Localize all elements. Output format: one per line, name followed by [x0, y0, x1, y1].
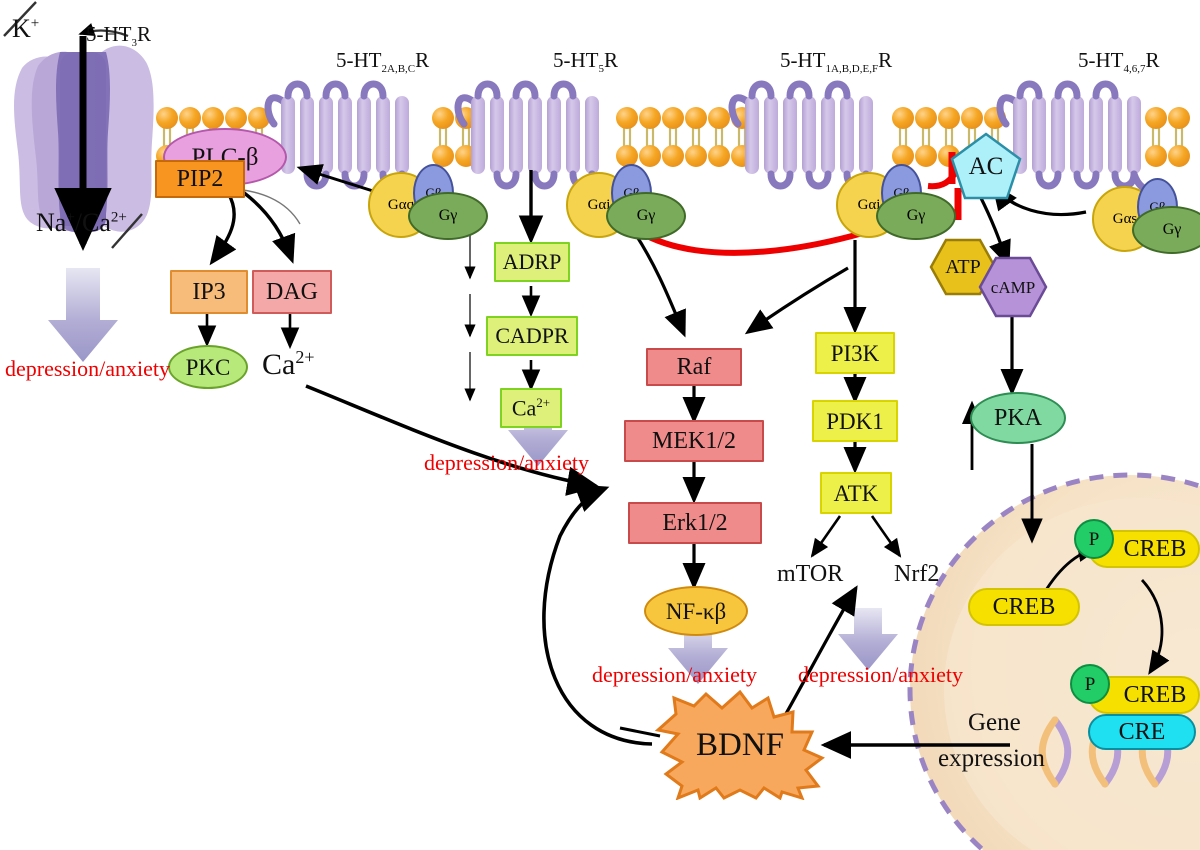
receptor-label-5ht2r: 5-HT2A,B,CR	[336, 48, 430, 76]
node-pkc[interactable]: PKC	[168, 345, 248, 389]
node-ac[interactable]: AC	[950, 132, 1022, 200]
node-calcium-free: Ca2+	[262, 347, 315, 381]
node-calcium-box[interactable]: Ca2+	[500, 388, 562, 428]
outcome-label-5ht3: depression/anxiety	[5, 356, 170, 381]
arrow-pip2-to-dag	[241, 190, 296, 264]
arrow-gbg1-to-raf	[744, 266, 849, 335]
receptor-label-5ht467r: 5-HT4,6,7R	[1078, 48, 1160, 76]
node-dag[interactable]: DAG	[252, 270, 332, 314]
phospho-icon-creb-dna: P	[1070, 664, 1110, 704]
outcome-label-calcium: depression/anxiety	[424, 450, 589, 475]
node-cre[interactable]: CRE	[1088, 714, 1196, 750]
arrow-atk-to-nrf2	[870, 515, 902, 558]
node-nfkb[interactable]: NF-κβ	[644, 586, 748, 636]
g-gamma-subunit[interactable]: Gγ	[1132, 206, 1200, 254]
outcome-label-nfkb: depression/anxiety	[592, 662, 757, 687]
fat-arrow-pi3k-outcome	[838, 608, 898, 670]
ion-channel-5ht3r	[14, 45, 154, 232]
node-mtor: mTOR	[777, 561, 844, 587]
arrow-atk-to-mtor	[810, 515, 842, 558]
fat-arrow-5ht3-outcome	[48, 268, 118, 362]
g-protein-heterotrimer[interactable]: Gαi Gβ Gγ	[566, 164, 686, 242]
gpcr-helix-bundle	[996, 80, 1168, 195]
node-bdnf[interactable]: BDNF	[652, 690, 828, 800]
receptor-label-5ht3r: 5-HT3R	[86, 22, 152, 50]
g-protein-heterotrimer[interactable]: Gαq Gβ Gγ	[368, 164, 488, 242]
node-atk[interactable]: ATK	[820, 472, 892, 514]
node-pip2[interactable]: PIP2	[155, 160, 245, 198]
label-potassium: K+	[12, 14, 40, 43]
g-gamma-subunit[interactable]: Gγ	[408, 192, 488, 240]
node-pi3k[interactable]: PI3K	[815, 332, 895, 374]
gene-expression-label-line2: expression	[938, 745, 1045, 772]
node-nrf2: Nrf2	[894, 561, 940, 587]
receptor-label-5ht1r: 5-HT1A,B,D,E,FR	[780, 48, 893, 76]
node-pdk1[interactable]: PDK1	[812, 400, 898, 442]
node-raf[interactable]: Raf	[646, 348, 742, 386]
node-adrp[interactable]: ADRP	[494, 242, 570, 282]
arrow-gbg5-to-raf	[628, 225, 686, 338]
outcome-label-pi3k: depression/anxiety	[798, 662, 963, 687]
node-cadpr[interactable]: CADPR	[486, 316, 578, 356]
node-mek12[interactable]: MEK1/2	[624, 420, 764, 462]
g-gamma-subunit[interactable]: Gγ	[876, 192, 956, 240]
receptor-label-5ht5r: 5-HT5R	[553, 48, 619, 76]
node-camp[interactable]: cAMP	[978, 256, 1048, 318]
node-creb-free[interactable]: CREB	[968, 588, 1080, 626]
node-ip3[interactable]: IP3	[170, 270, 248, 314]
gene-expression-label-line1: Gene	[968, 709, 1021, 736]
g-protein-heterotrimer[interactable]: Gαs Gβ Gγ	[1092, 178, 1200, 256]
arrow-pcreb-to-dna	[1140, 579, 1170, 675]
arrow-pip2-to-ip3	[209, 192, 237, 266]
node-erk12[interactable]: Erk1/2	[628, 502, 762, 544]
lipid-bilayer	[156, 107, 1190, 167]
phospho-icon-creb-phospho: P	[1074, 519, 1114, 559]
g-protein-heterotrimer[interactable]: Gαi Gβ Gγ	[836, 164, 956, 242]
label-sodium-calcium: Na+/Ca2+	[36, 208, 127, 237]
g-gamma-subunit[interactable]: Gγ	[606, 192, 686, 240]
node-pka[interactable]: PKA	[970, 392, 1066, 444]
